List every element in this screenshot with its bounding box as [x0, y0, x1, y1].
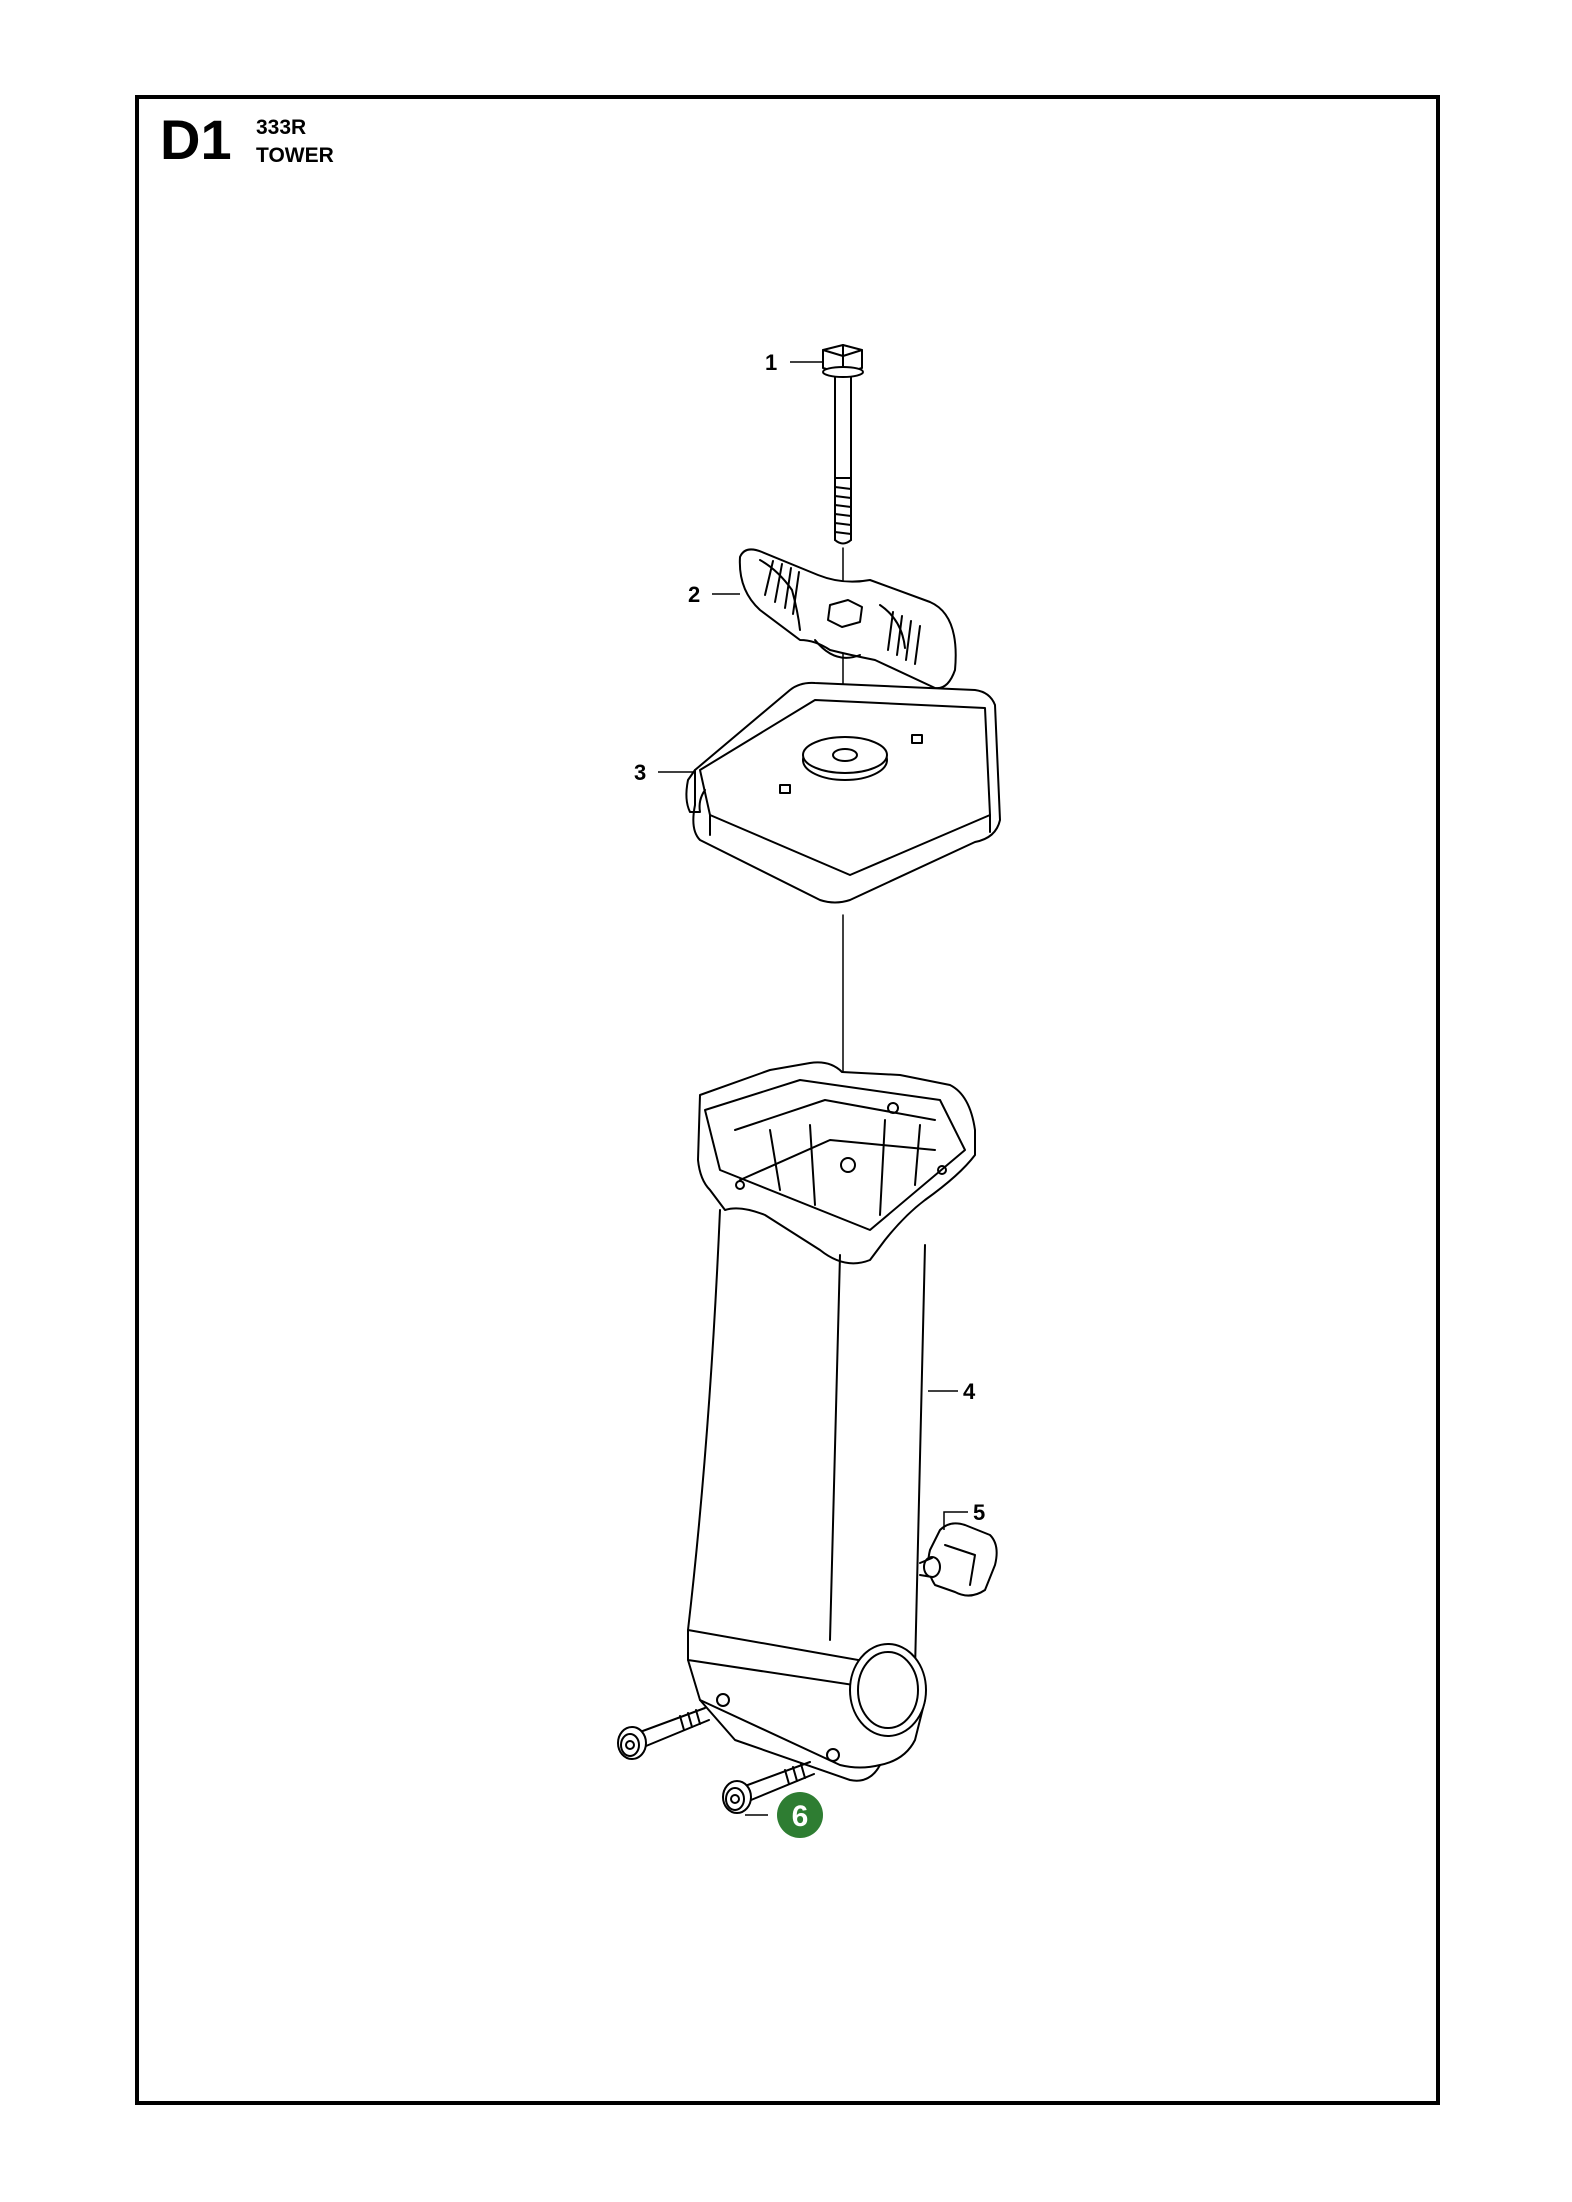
- part-tower-body: [687, 1061, 976, 1782]
- part-cable-clip: [919, 1522, 998, 1597]
- page-frame: [135, 95, 1440, 2105]
- callout-4: 4: [963, 1379, 976, 1404]
- callout-2: 2: [688, 582, 700, 607]
- part-screw-upper: [617, 1707, 710, 1760]
- callout-3: 3: [634, 760, 646, 785]
- callout-1: 1: [765, 350, 777, 375]
- callout-6-badge: [777, 1792, 823, 1838]
- part-top-cover: [685, 681, 1001, 904]
- part-bolt: [822, 344, 864, 545]
- part-screw-lower: [722, 1761, 815, 1814]
- callout-6: 6: [792, 1800, 809, 1833]
- model-number: 333R: [256, 116, 307, 139]
- diagram-title: TOWER: [256, 144, 334, 167]
- section-code: D1: [160, 108, 232, 171]
- part-wing-knob: [738, 548, 957, 690]
- callout-5: 5: [973, 1500, 985, 1525]
